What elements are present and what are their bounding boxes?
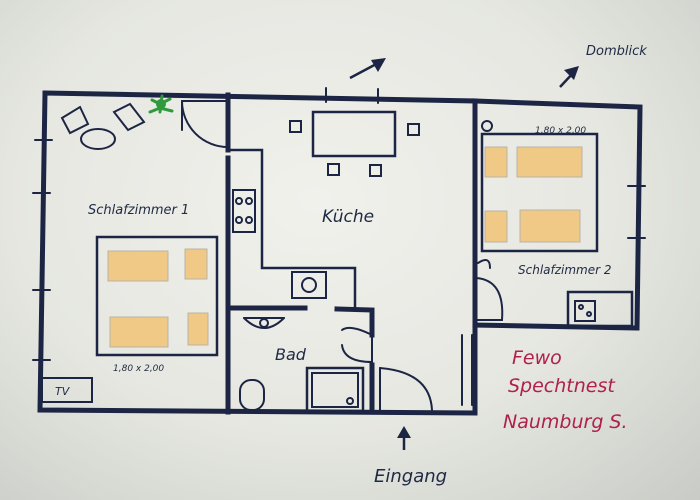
arrow-cathedral-view [559, 66, 579, 88]
label-bed1-size: 1,80 x 2,00 [113, 364, 164, 374]
dining-table [289, 110, 420, 177]
plant-icon [148, 94, 174, 114]
tv-box [41, 377, 93, 403]
label-bath: Bad [275, 345, 307, 364]
hall-shelf [461, 334, 473, 406]
outer-walls [37, 90, 643, 416]
window-marks [32, 87, 646, 361]
label-cathedral-view: Domblick [586, 44, 647, 59]
bed-bedroom2 [480, 132, 599, 253]
title-line1: Fewo [512, 347, 562, 369]
title-line2: Spechtnest [508, 375, 616, 397]
label-tv: TV [55, 385, 71, 398]
kitchen-sink [291, 271, 327, 299]
interior-walls [225, 92, 478, 415]
label-bedroom2: Schlafzimmer 2 [518, 263, 612, 277]
title-line3: Naumburg S. [503, 411, 628, 433]
label-kitchen: Küche [322, 207, 374, 227]
bedroom2-furniture [475, 120, 634, 328]
kitchen-counter [228, 148, 357, 308]
bath-fixtures [239, 317, 373, 413]
door-bedroom1 [181, 100, 229, 148]
door-entrance [379, 367, 433, 413]
stove [232, 189, 256, 233]
armchairs [60, 102, 146, 150]
arrow-north [349, 58, 386, 80]
bed-bedroom1 [95, 235, 219, 357]
arrow-entrance [397, 426, 411, 450]
label-bedroom1: Schlafzimmer 1 [88, 203, 189, 218]
label-entrance: Eingang [374, 466, 447, 487]
label-bed2-size: 1,80 x 2,00 [535, 126, 586, 136]
